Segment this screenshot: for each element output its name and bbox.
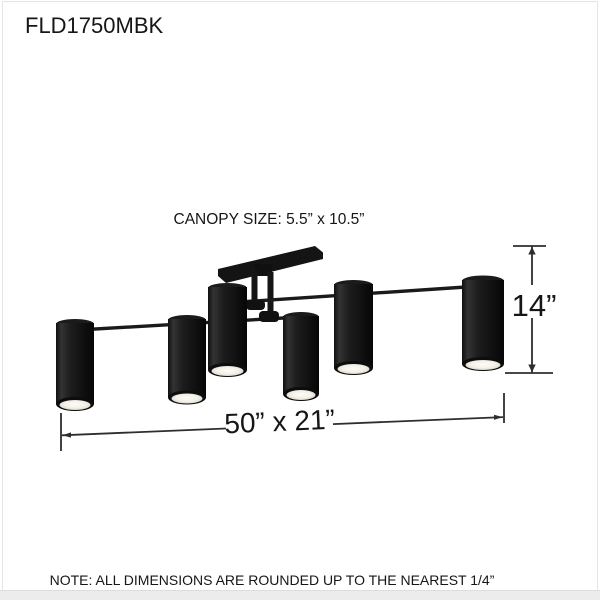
back-stem	[251, 270, 258, 302]
arrow-left-icon	[62, 432, 71, 438]
shade-diffuser	[59, 400, 91, 410]
footer-strip	[0, 590, 600, 600]
shade-cylinder-4	[283, 312, 319, 401]
height-dimension: 14”	[505, 245, 557, 374]
model-code: FLD1750MBK	[25, 13, 164, 38]
height-dimension-label: 14”	[512, 288, 557, 323]
shade-diffuser	[465, 360, 501, 370]
rounding-note: NOTE: ALL DIMENSIONS ARE ROUNDED UP TO T…	[50, 572, 495, 588]
canopy-size-label: CANOPY SIZE: 5.5” x 10.5”	[174, 211, 365, 228]
shade-diffuser	[211, 366, 244, 376]
back-hub	[246, 300, 265, 310]
shade-diffuser	[337, 364, 370, 374]
size-dimension-label: 50” x 21”	[224, 404, 336, 440]
front-hub	[259, 311, 279, 322]
shade-cylinder-6	[462, 275, 504, 371]
shade-diffuser	[286, 390, 316, 400]
arrow-down-icon	[528, 364, 536, 373]
shade-diffuser	[171, 393, 203, 404]
arrow-up-icon	[528, 246, 536, 255]
arrow-right-icon	[494, 414, 503, 420]
front-stem	[267, 272, 274, 313]
shade-cylinder-2	[168, 315, 206, 405]
shade-cylinder-1	[56, 319, 94, 411]
shade-cylinder-5	[334, 280, 373, 375]
size-dimension: 50” x 21”	[60, 393, 505, 451]
shade-cylinder-3	[208, 283, 247, 377]
